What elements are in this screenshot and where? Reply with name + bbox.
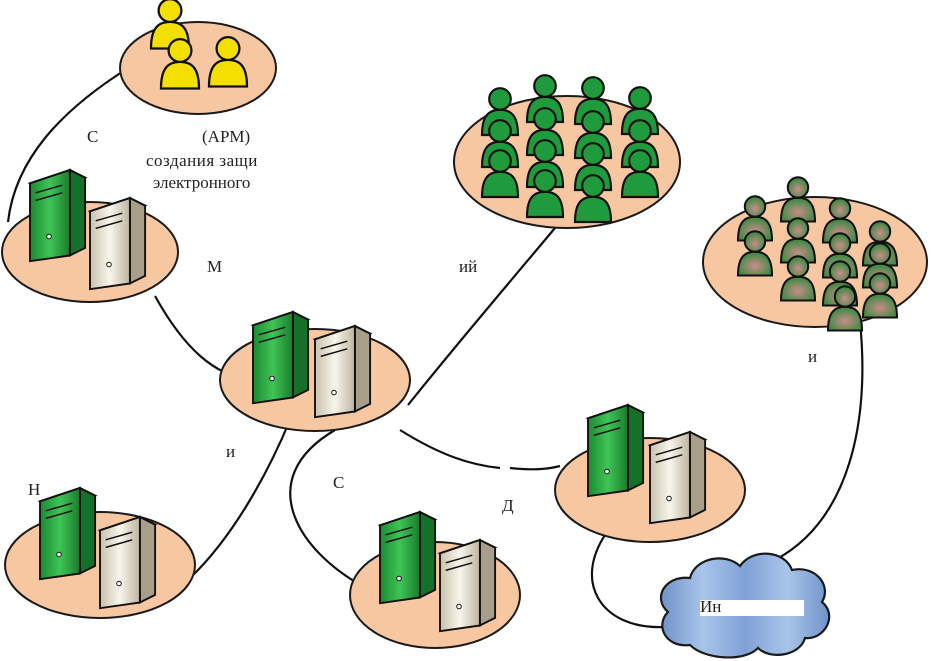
user-icon — [826, 285, 864, 332]
link-center-to-right-server — [399, 429, 501, 470]
user-icon — [736, 230, 774, 277]
user-icon — [779, 255, 817, 302]
beige-server-icon — [97, 515, 158, 610]
link-center-to-green-group — [407, 221, 561, 406]
internet-label-box — [700, 600, 804, 616]
right-group-marker: и — [808, 347, 818, 366]
beige-server-icon — [437, 538, 498, 633]
user-icon — [159, 37, 201, 90]
connection-lines — [6, 64, 864, 629]
workstations-label-line2: создания защи — [146, 151, 258, 170]
left-bottom-marker: и — [226, 442, 236, 461]
middle-bottom-label-line2: Д — [502, 496, 514, 515]
green-server-icon — [27, 168, 88, 263]
workstations-label-line3: электронного — [153, 173, 251, 192]
user-group-green — [480, 74, 660, 224]
internet-label: Ин — [700, 597, 722, 616]
user-icon — [861, 272, 899, 319]
link-right-server-to-cloud — [590, 527, 666, 629]
user-icon — [779, 217, 817, 264]
beige-server-icon — [87, 196, 148, 291]
beige-server-icon — [312, 324, 373, 419]
ellipse-yellow-users — [119, 21, 277, 115]
user-icon — [207, 35, 249, 88]
left-bottom-label: Н — [28, 480, 41, 499]
user-icon — [480, 149, 520, 199]
link-center-to-left-bottom — [189, 419, 292, 579]
user-icon — [620, 149, 660, 199]
user-group-yellow — [149, 0, 249, 90]
workstations-label-line1-a: С — [87, 127, 99, 146]
link-muted-group-to-cloud — [774, 321, 864, 561]
beige-server-icon — [647, 430, 708, 525]
server-groups — [27, 168, 708, 633]
central-label-end: ий — [459, 257, 478, 276]
green-server-icon — [377, 510, 438, 605]
green-server-icon — [37, 486, 98, 581]
workstations-label-line1-b: (АРМ) — [202, 127, 251, 146]
green-server-icon — [585, 403, 646, 498]
middle-bottom-label-line1: С — [333, 473, 345, 492]
link-center-to-middle-bottom — [289, 429, 371, 591]
user-group-muted — [736, 176, 899, 332]
link-yellow-to-left-servers — [6, 64, 134, 223]
green-server-icon — [250, 310, 311, 405]
central-label-start: М — [207, 257, 223, 276]
link-right-server-from-gap — [509, 464, 561, 471]
user-icon — [573, 174, 613, 224]
user-icon — [525, 169, 565, 219]
user-icon — [779, 176, 817, 223]
